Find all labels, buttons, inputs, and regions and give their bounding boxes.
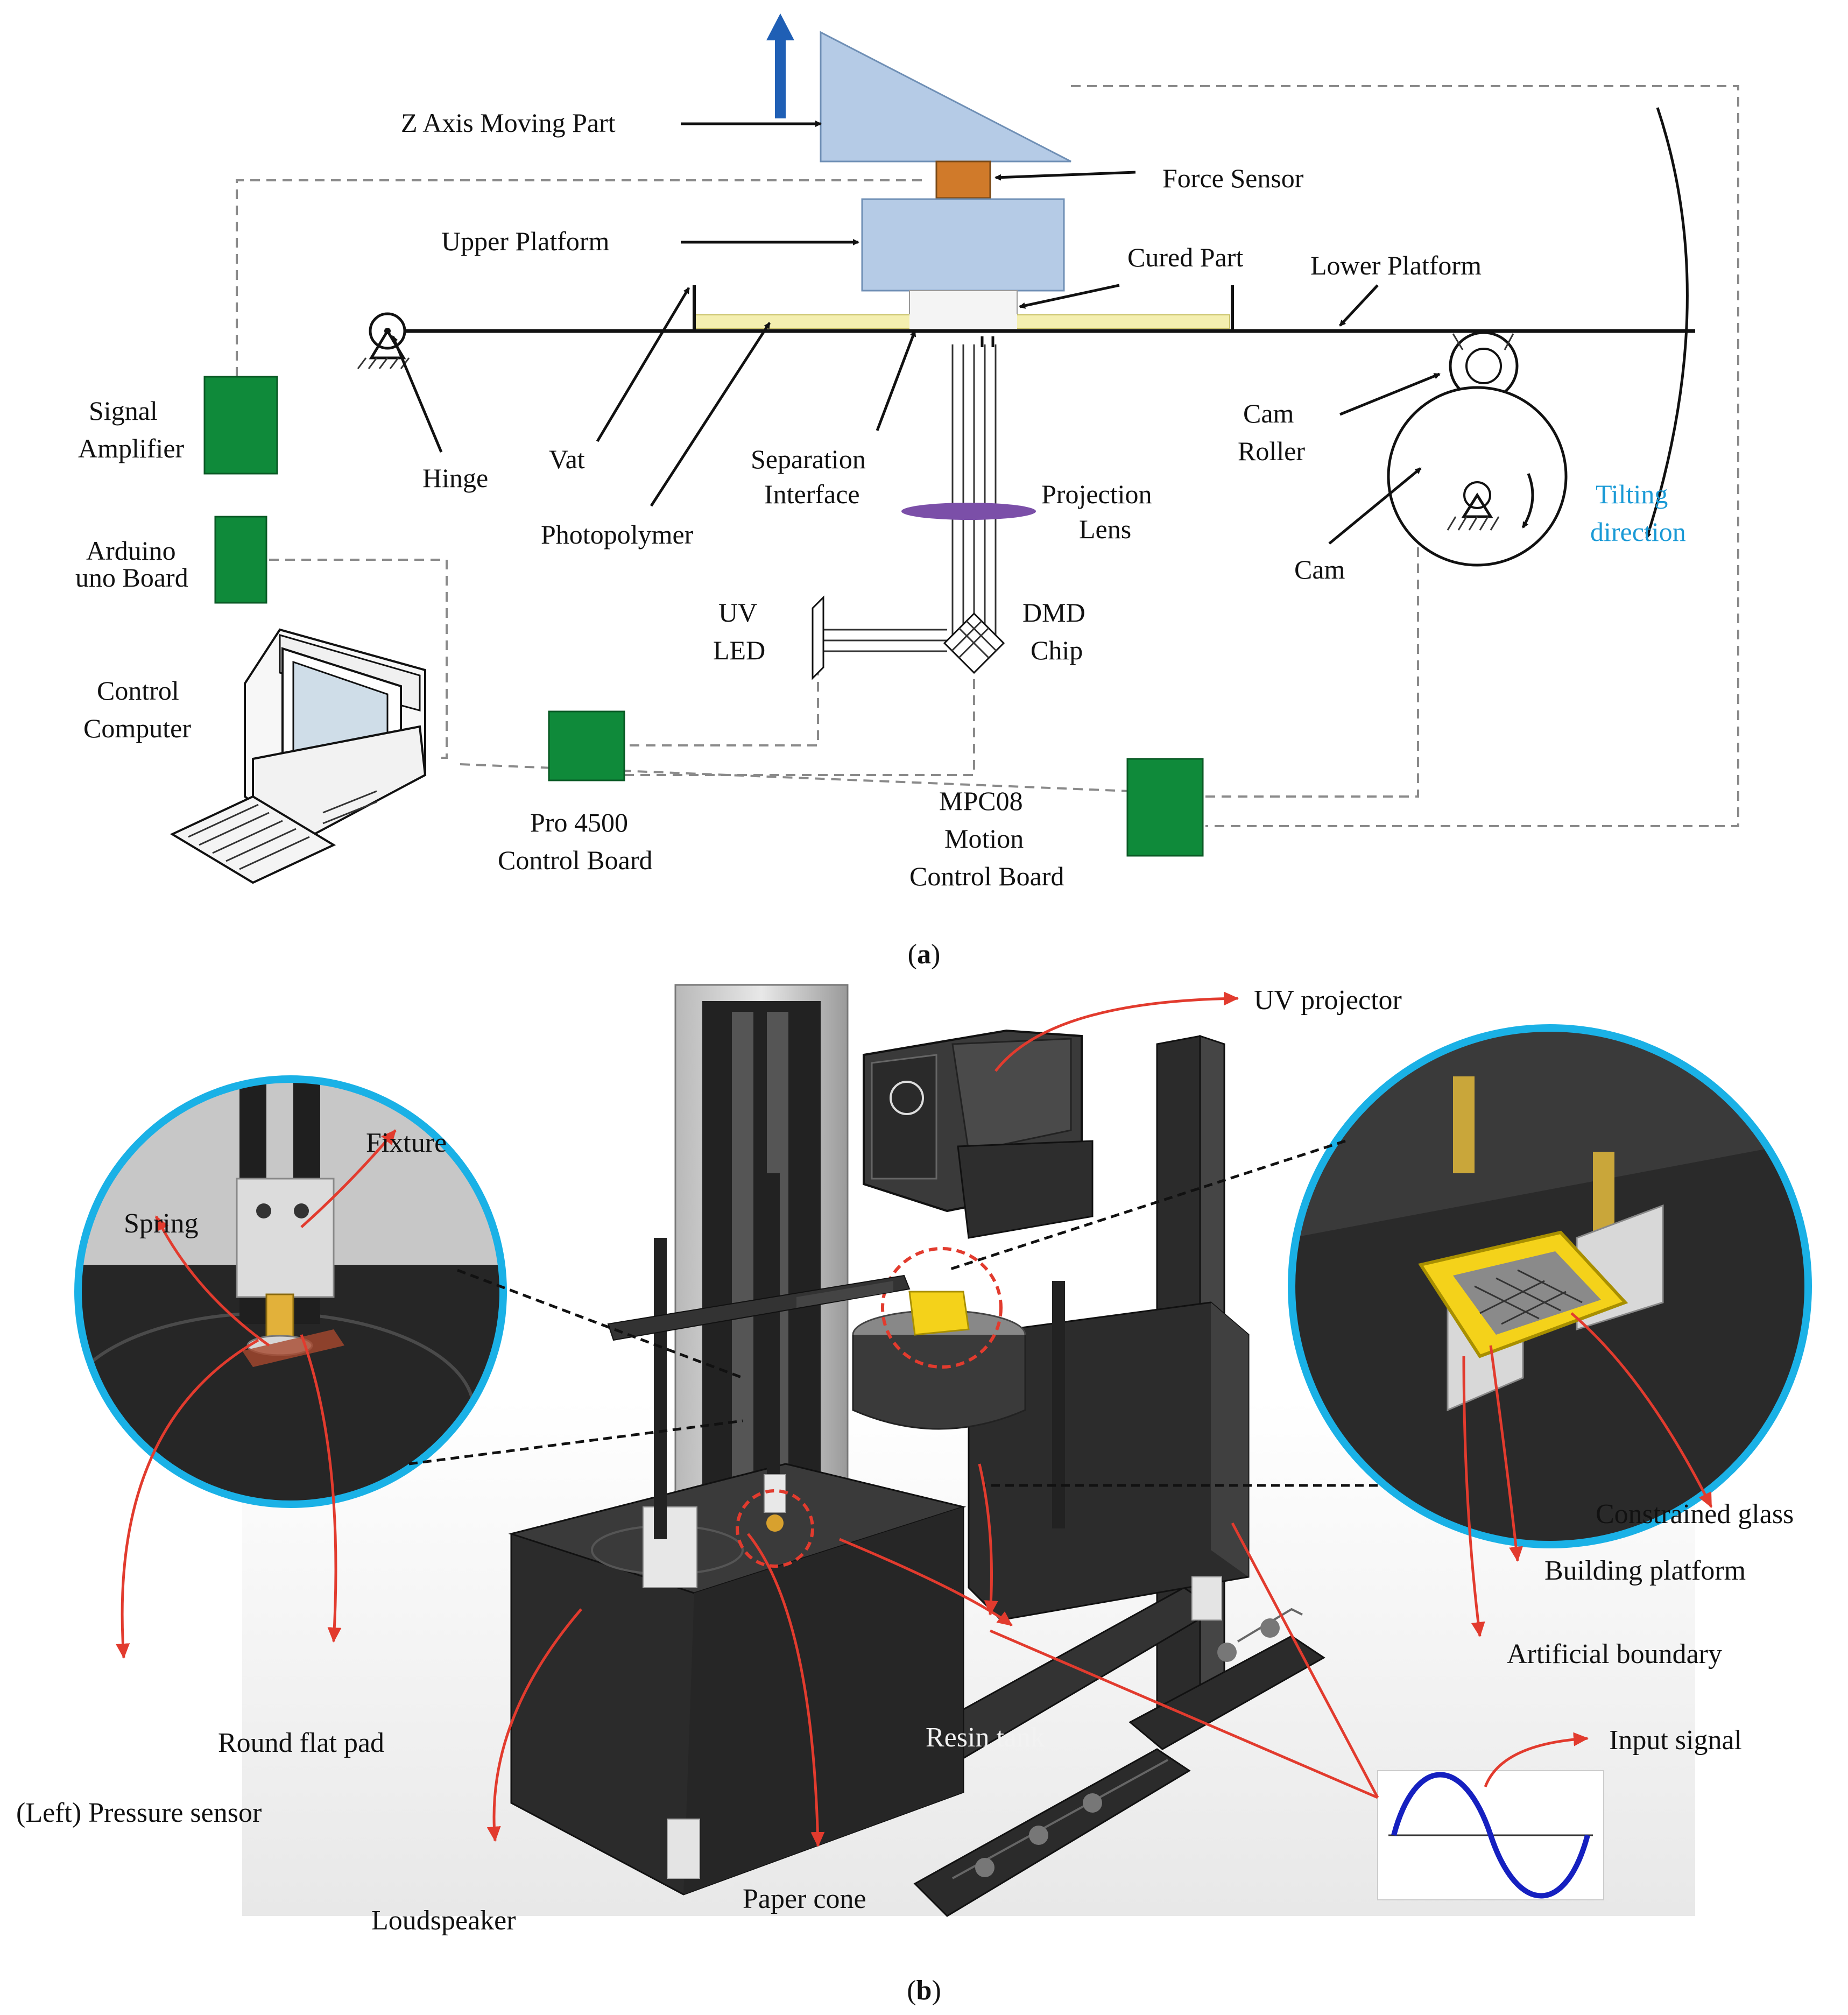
caption-a: (a) bbox=[908, 939, 941, 970]
mpc08-board bbox=[1126, 758, 1204, 857]
signal-amplifier-board bbox=[203, 376, 278, 475]
label-tilting-2: direction bbox=[1590, 517, 1686, 547]
caption-b: (b) bbox=[907, 1975, 941, 2006]
label-cam-roller-2: Roller bbox=[1238, 436, 1305, 466]
label-paper-cone: Paper cone bbox=[743, 1884, 866, 1914]
upper-platform bbox=[861, 198, 1065, 292]
label-cam: Cam bbox=[1294, 554, 1345, 584]
arduino-board bbox=[214, 516, 267, 604]
label-artificial-boundary: Artificial boundary bbox=[1507, 1639, 1722, 1669]
left-zoom-circle bbox=[74, 1075, 507, 1508]
cured-part-gap bbox=[909, 314, 1017, 330]
label-photopolymer: Photopolymer bbox=[541, 519, 694, 549]
label-pro4500-1: Pro 4500 bbox=[530, 807, 628, 837]
label-loudspeaker: Loudspeaker bbox=[371, 1905, 516, 1936]
label-dmd-2: Chip bbox=[1031, 635, 1083, 665]
uv-light-path bbox=[823, 336, 997, 652]
panel-a-pointers bbox=[391, 121, 1441, 545]
dmd-chip bbox=[943, 612, 1005, 674]
left-zoom-connector-2 bbox=[408, 1419, 743, 1466]
tilting-direction-arc bbox=[1645, 107, 1689, 539]
caption-b-open: ( bbox=[907, 1975, 916, 2006]
signal-line-2 bbox=[990, 1629, 1378, 1799]
label-separation-2: Interface bbox=[764, 479, 860, 509]
label-upper-platform: Upper Platform bbox=[441, 226, 610, 256]
pro4500-board bbox=[548, 710, 625, 781]
panel-b-labels: UV projector Fixture Spring Round flat p… bbox=[16, 985, 1794, 1936]
label-tilting-1: Tilting bbox=[1596, 479, 1668, 509]
paper-cone-highlight bbox=[736, 1489, 814, 1568]
label-round-flat-pad: Round flat pad bbox=[218, 1728, 384, 1758]
label-uv-projector: UV projector bbox=[1254, 985, 1402, 1016]
caption-a-open: ( bbox=[908, 939, 917, 970]
input-signal-inset bbox=[1377, 1770, 1604, 1900]
label-mpc08-1: MPC08 bbox=[939, 786, 1023, 816]
right-zoom-circle bbox=[1288, 1024, 1812, 1548]
force-sensor bbox=[935, 160, 991, 199]
label-constrained-glass: Constrained glass bbox=[1596, 1499, 1794, 1530]
label-z-axis: Z Axis Moving Part bbox=[401, 108, 616, 138]
label-force-sensor: Force Sensor bbox=[1162, 163, 1304, 193]
caption-b-close: ) bbox=[932, 1975, 941, 2006]
left-loudspeaker bbox=[508, 1463, 967, 1896]
caption-a-letter: a bbox=[917, 939, 931, 970]
label-vat: Vat bbox=[549, 444, 585, 474]
resin-tank-highlight bbox=[881, 1247, 1003, 1369]
uv-led bbox=[812, 595, 824, 680]
control-computer bbox=[170, 628, 427, 884]
left-zoom-connector-1 bbox=[457, 1269, 743, 1379]
resin-tank bbox=[852, 1247, 1026, 1430]
panel-b-callouts bbox=[116, 991, 1713, 1847]
label-cured-part: Cured Part bbox=[1127, 242, 1243, 272]
label-computer-2: Computer bbox=[83, 713, 191, 743]
label-projection-1: Projection bbox=[1041, 479, 1152, 509]
label-projection-2: Lens bbox=[1079, 514, 1131, 544]
label-arduino-2: uno Board bbox=[75, 562, 188, 593]
hinge-symbol bbox=[357, 312, 410, 369]
right-loudspeaker bbox=[968, 1301, 1250, 1621]
projection-lens bbox=[901, 503, 1036, 520]
panel-a-diagram: Z Axis Moving Part Force Sensor Upper Pl… bbox=[75, 13, 1739, 970]
z-axis-moving-part bbox=[820, 31, 1071, 163]
label-signal-1: Signal bbox=[89, 396, 158, 426]
label-separation-1: Separation bbox=[751, 444, 866, 474]
label-hinge: Hinge bbox=[422, 463, 488, 493]
label-pro4500-2: Control Board bbox=[498, 845, 652, 875]
label-arduino-1: Arduino bbox=[86, 536, 176, 566]
label-mpc08-3: Control Board bbox=[909, 861, 1064, 891]
label-resin-tank: Resin tank bbox=[926, 1722, 1045, 1753]
cam-assembly bbox=[1387, 331, 1568, 567]
gantry-rods bbox=[607, 1173, 1065, 1568]
label-lower-platform: Lower Platform bbox=[1310, 250, 1482, 280]
label-building-platform: Building platform bbox=[1544, 1555, 1746, 1586]
panel-b-render: UV projector Fixture Spring Round flat p… bbox=[16, 984, 1812, 2006]
label-pressure-sensor: (Left) Pressure sensor bbox=[16, 1798, 262, 1828]
caption-a-close: ) bbox=[931, 939, 940, 970]
signal-line-1 bbox=[1231, 1522, 1379, 1799]
caption-b-letter: b bbox=[916, 1975, 932, 2006]
uv-projector bbox=[863, 1029, 1094, 1239]
label-fixture: Fixture bbox=[366, 1128, 447, 1158]
label-mpc08-2: Motion bbox=[944, 823, 1024, 854]
upward-arrow bbox=[766, 13, 794, 118]
label-uv-led-1: UV bbox=[718, 597, 757, 628]
label-dmd-1: DMD bbox=[1022, 597, 1085, 628]
label-uv-led-2: LED bbox=[713, 635, 765, 665]
label-input-signal: Input signal bbox=[1609, 1725, 1742, 1756]
label-cam-roller-1: Cam bbox=[1243, 398, 1294, 428]
label-computer-1: Control bbox=[97, 675, 179, 706]
panel-a-labels: Z Axis Moving Part Force Sensor Upper Pl… bbox=[75, 108, 1686, 891]
label-spring: Spring bbox=[124, 1208, 199, 1239]
label-signal-2: Amplifier bbox=[78, 433, 185, 463]
